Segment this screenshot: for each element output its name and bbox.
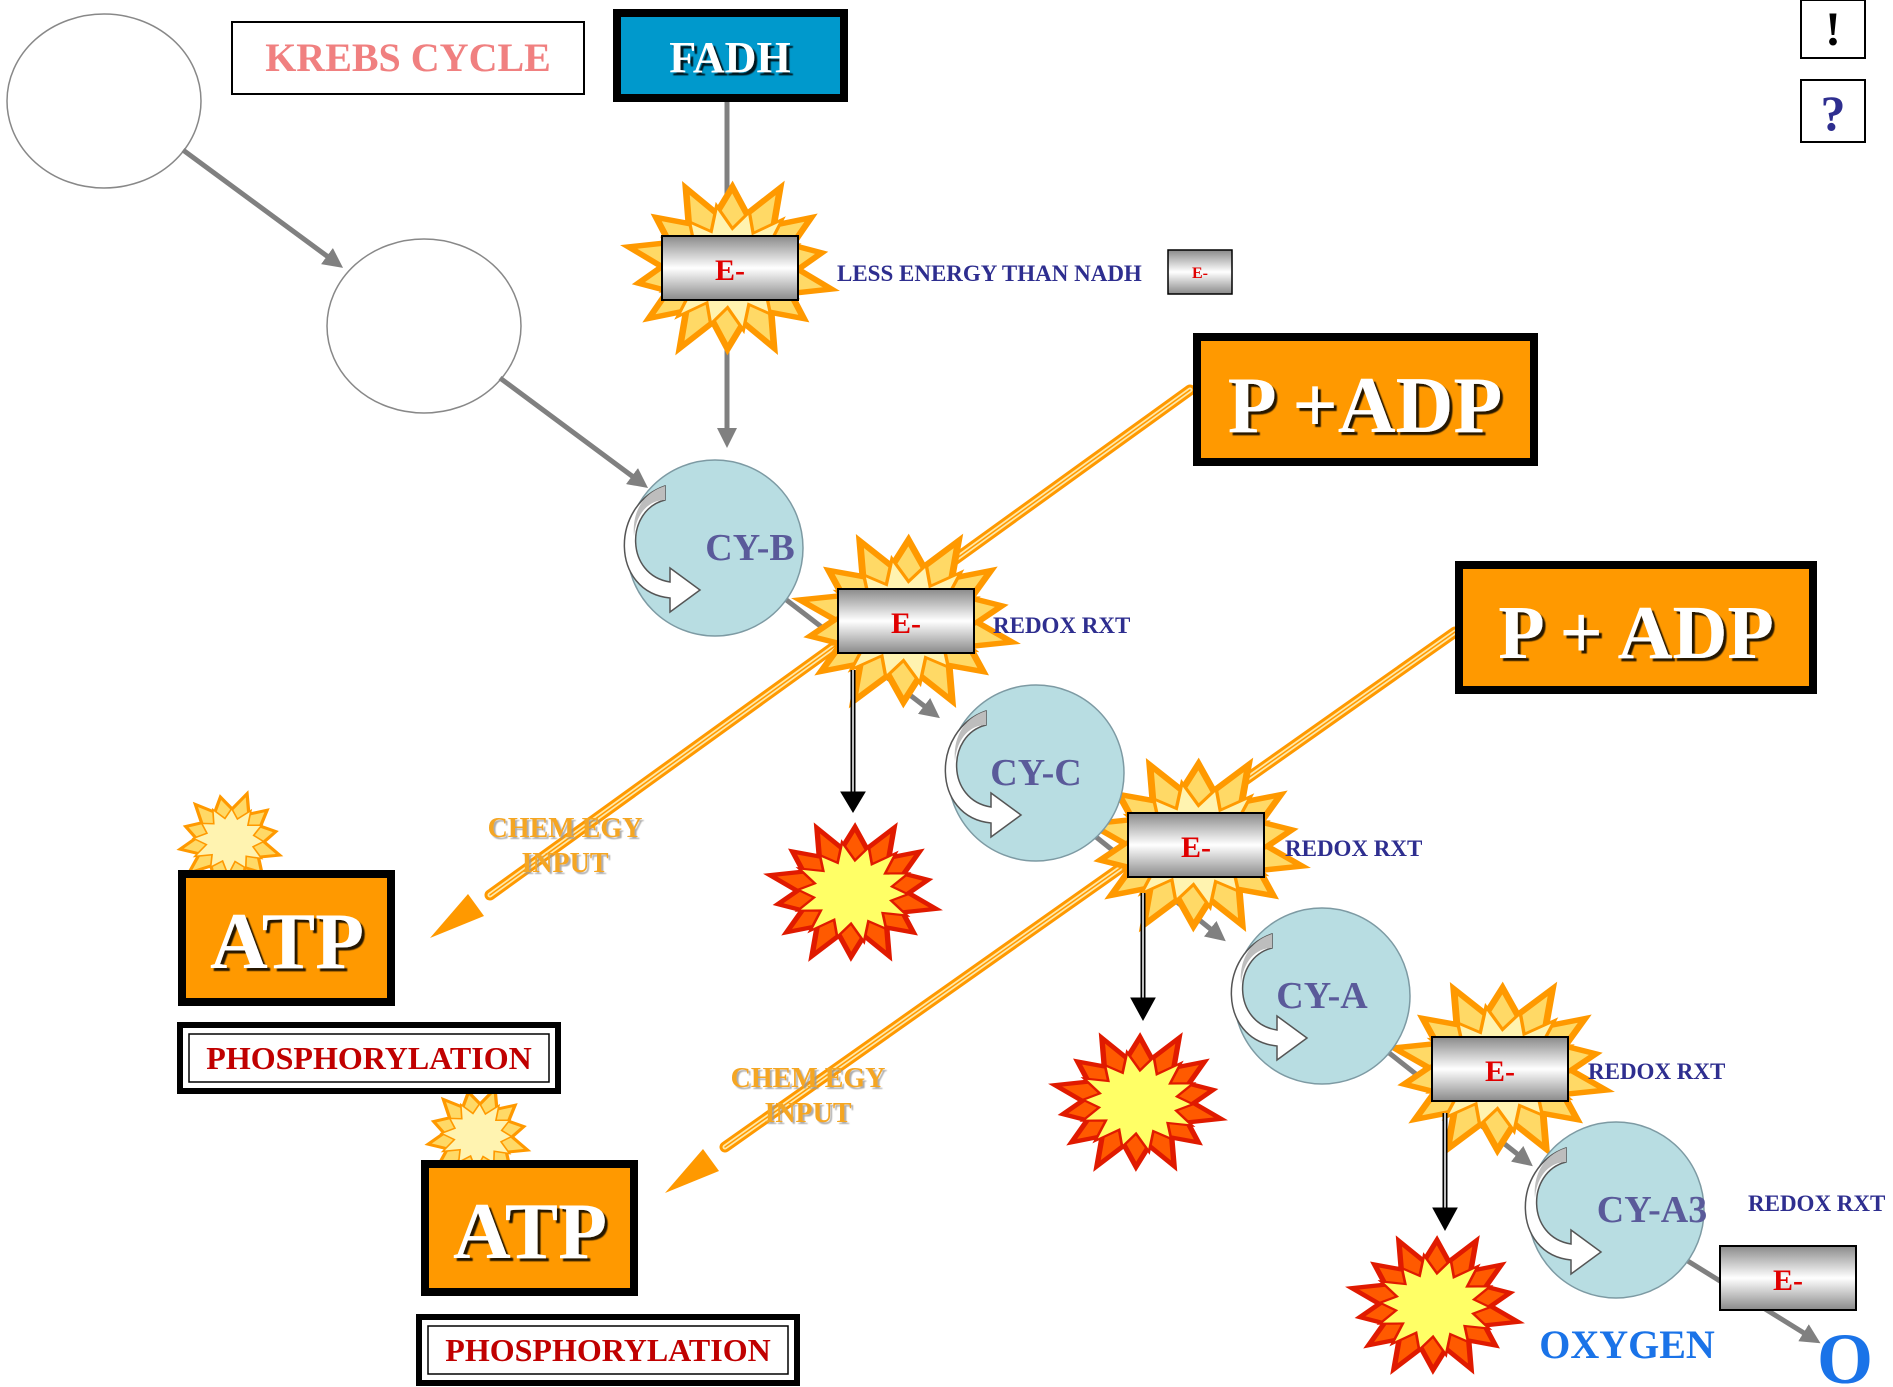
chem-energy-path-bottom — [665, 626, 1461, 1193]
krebs-input-circle-2 — [326, 238, 522, 414]
energy-release-arrow — [1130, 893, 1156, 1022]
svg-text:E-: E- — [891, 607, 921, 640]
electron-box-small: E- — [1167, 249, 1233, 295]
svg-text:E-: E- — [715, 254, 745, 287]
redox-label: REDOX RXT — [1748, 1191, 1885, 1216]
redox-label: REDOX RXT — [1588, 1059, 1725, 1084]
electron-box: E- — [661, 235, 799, 301]
svg-text:!: ! — [1825, 3, 1841, 56]
redox-label: REDOX RXT — [993, 613, 1130, 638]
redox-label: REDOX RXT — [1285, 836, 1422, 861]
krebs-input-circle-1 — [6, 13, 202, 189]
electron-box: E- — [1719, 1245, 1857, 1311]
svg-text:PHOSPHORYLATION: PHOSPHORYLATION — [206, 1040, 531, 1076]
chem-egy-label: INPUT — [764, 1098, 851, 1129]
svg-text:E-: E- — [1485, 1055, 1515, 1088]
atp-sparkle-burst — [176, 790, 284, 892]
atp-box-bottom: ATP — [421, 1160, 638, 1296]
svg-text:P +ADP: P +ADP — [1228, 362, 1502, 450]
svg-text:E-: E- — [1192, 265, 1208, 282]
svg-text:ATP: ATP — [210, 898, 364, 986]
flow-arrow — [181, 147, 344, 268]
energy-release-arrow — [1432, 1113, 1458, 1232]
cytochrome-label: CY-C — [990, 752, 1082, 794]
curved-arrow-icon — [1230, 932, 1309, 1062]
help-button[interactable]: ? — [1800, 79, 1866, 143]
svg-text:KREBS CYCLE: KREBS CYCLE — [265, 35, 551, 80]
energy-release-burst — [763, 822, 943, 962]
svg-text:?: ? — [1821, 85, 1846, 141]
energy-release-arrow — [840, 670, 866, 813]
chem-egy-label: CHEM EGY — [731, 1063, 886, 1094]
curved-arrow-icon — [1524, 1146, 1603, 1276]
p-adp-box-bottom: P + ADP — [1455, 561, 1817, 694]
svg-text:P + ADP: P + ADP — [1498, 591, 1774, 675]
cytochrome-label: CY-A — [1276, 975, 1368, 1017]
atp-box-top: ATP — [178, 870, 395, 1006]
flow-arrow — [498, 375, 649, 488]
phosphorylation-box-top: PHOSPHORYLATION — [177, 1022, 561, 1094]
oxygen-label: OXYGEN — [1539, 1322, 1715, 1367]
energy-release-burst — [1345, 1235, 1525, 1375]
cytochrome-cy-a: CY-A — [1230, 907, 1411, 1085]
cytochrome-cy-c: CY-C — [944, 684, 1125, 862]
exclaim-button[interactable]: ! — [1800, 0, 1866, 59]
svg-text:E-: E- — [1773, 1264, 1803, 1297]
phosphorylation-box-bottom: PHOSPHORYLATION — [416, 1314, 800, 1386]
curved-arrow-icon — [623, 484, 702, 614]
electron-box: E- — [837, 588, 975, 654]
energy-release-burst — [1048, 1032, 1228, 1172]
curved-arrow-icon — [944, 709, 1023, 839]
electron-box: E- — [1127, 812, 1265, 878]
svg-text:E-: E- — [1181, 831, 1211, 864]
svg-text:PHOSPHORYLATION: PHOSPHORYLATION — [445, 1332, 770, 1368]
p-adp-box-top: P +ADP — [1193, 333, 1538, 466]
electron-box: E- — [1431, 1036, 1569, 1102]
fadh-box: FADH — [613, 9, 848, 102]
krebs-cycle-box: KREBS CYCLE — [231, 21, 585, 95]
chem-egy-label: INPUT — [521, 848, 608, 879]
cytochrome-label: CY-B — [705, 527, 794, 569]
cytochrome-label: CY-A3 — [1597, 1189, 1708, 1231]
svg-text:ATP: ATP — [453, 1188, 607, 1276]
cytochrome-cy-a3: CY-A3 — [1524, 1121, 1708, 1299]
chem-egy-label: CHEM EGY — [488, 813, 643, 844]
oxygen-symbol: O — [1817, 1319, 1873, 1387]
svg-text:FADH: FADH — [669, 33, 790, 82]
cytochrome-cy-b: CY-B — [623, 459, 804, 637]
less-energy-note: LESS ENERGY THAN NADH — [837, 261, 1142, 286]
